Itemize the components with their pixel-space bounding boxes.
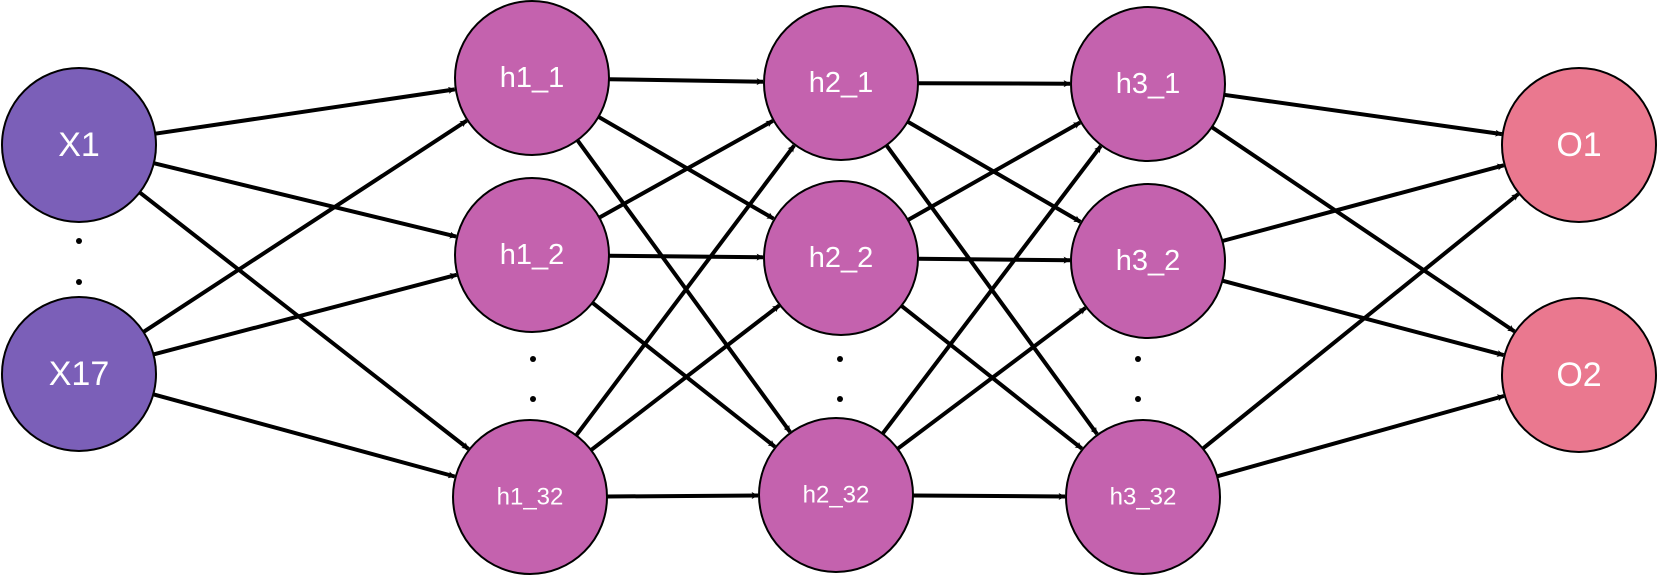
- ellipsis-dot: [530, 396, 536, 402]
- ellipsis-dot: [76, 238, 82, 244]
- edge-x1-to-h1_2: [153, 161, 457, 239]
- edge-h1_1-to-h2_32: [575, 139, 792, 434]
- node-h3-1-circle: [1070, 6, 1226, 162]
- ellipsis-dot: [837, 356, 843, 362]
- node-h1-32: h1_32: [452, 419, 608, 575]
- ellipsis-dot: [1135, 356, 1141, 362]
- edge-h1_2-to-h2_2: [608, 253, 764, 261]
- node-h2-1: h2_1: [763, 5, 919, 161]
- node-h1-2-circle: [454, 177, 610, 333]
- node-h1-1-label: h1_1: [500, 62, 565, 94]
- node-h1-1-circle: [454, 0, 610, 156]
- ellipsis-dot: [1135, 396, 1141, 402]
- node-h2-32: h2_32: [758, 417, 914, 573]
- ellipsis-dot: [837, 396, 843, 402]
- node-h2-2-label: h2_2: [809, 242, 874, 274]
- edge-x1-to-h1_32: [138, 190, 470, 451]
- node-h3-2-label: h3_2: [1116, 245, 1181, 277]
- node-h2-1-label: h2_1: [809, 67, 874, 99]
- node-h1-32-label: h1_32: [497, 484, 564, 511]
- edge-h2_2-to-h3_1: [907, 120, 1082, 222]
- edge-h3_2-to-o1: [1221, 163, 1505, 243]
- ellipsis-dots: [76, 238, 1141, 402]
- node-h2-2: h2_2: [763, 180, 919, 336]
- node-h1-1: h1_1: [454, 0, 610, 156]
- edge-h1_32-to-h2_32: [606, 492, 759, 500]
- ellipsis-dot: [530, 356, 536, 362]
- node-o1: O1: [1501, 67, 1657, 223]
- edge-h1_2-to-h2_1: [598, 119, 774, 220]
- node-h3-1: h3_1: [1070, 6, 1226, 162]
- edge-h3_1-to-o1: [1223, 92, 1503, 137]
- node-x1-label: X1: [58, 126, 100, 164]
- edge-h3_1-to-o2: [1210, 125, 1516, 334]
- node-x17-label: X17: [49, 355, 110, 393]
- node-h1-2-label: h1_2: [500, 239, 565, 271]
- connections: [138, 77, 1520, 500]
- node-o2-label: O2: [1556, 356, 1601, 394]
- node-h1-32-circle: [452, 419, 608, 575]
- node-x1: X1: [1, 67, 157, 223]
- edge-h2_32-to-h3_2: [896, 306, 1087, 451]
- node-h2-2-circle: [763, 180, 919, 336]
- edge-h3_32-to-o2: [1216, 394, 1505, 479]
- node-h3-2-circle: [1070, 183, 1226, 339]
- node-h3-32-circle: [1065, 419, 1221, 575]
- node-h2-32-circle: [758, 417, 914, 573]
- node-x17: X17: [1, 296, 157, 452]
- node-h3-32-label: h3_32: [1110, 484, 1177, 511]
- edge-h2_2-to-h3_2: [917, 256, 1071, 264]
- node-o1-label: O1: [1556, 126, 1601, 164]
- node-h3-32: h3_32: [1065, 419, 1221, 575]
- edge-h1_32-to-h2_1: [574, 144, 796, 437]
- edge-h1_32-to-h2_2: [589, 303, 781, 452]
- edge-h3_32-to-o1: [1201, 192, 1520, 451]
- edge-h1_1-to-h2_1: [608, 77, 764, 86]
- node-x1-circle: [1, 67, 157, 223]
- edge-h2_32-to-h3_1: [881, 144, 1103, 435]
- edge-x1-to-h1_1: [154, 86, 456, 136]
- node-h1-2: h1_2: [454, 177, 610, 333]
- node-h2-32-label: h2_32: [803, 482, 870, 509]
- edge-x17-to-h1_32: [152, 392, 456, 479]
- edge-h2_32-to-h3_32: [912, 492, 1066, 500]
- edge-x17-to-h1_1: [142, 119, 468, 334]
- edge-h1_2-to-h2_32: [591, 301, 777, 449]
- ellipsis-dot: [76, 279, 82, 285]
- node-x17-circle: [1, 296, 157, 452]
- node-o1-circle: [1501, 67, 1657, 223]
- node-h3-2: h3_2: [1070, 183, 1226, 339]
- edge-x17-to-h1_2: [152, 272, 458, 357]
- node-h2-1-circle: [763, 5, 919, 161]
- node-o2-circle: [1501, 297, 1657, 453]
- node-h3-1-label: h3_1: [1116, 68, 1181, 100]
- node-o2: O2: [1501, 297, 1657, 453]
